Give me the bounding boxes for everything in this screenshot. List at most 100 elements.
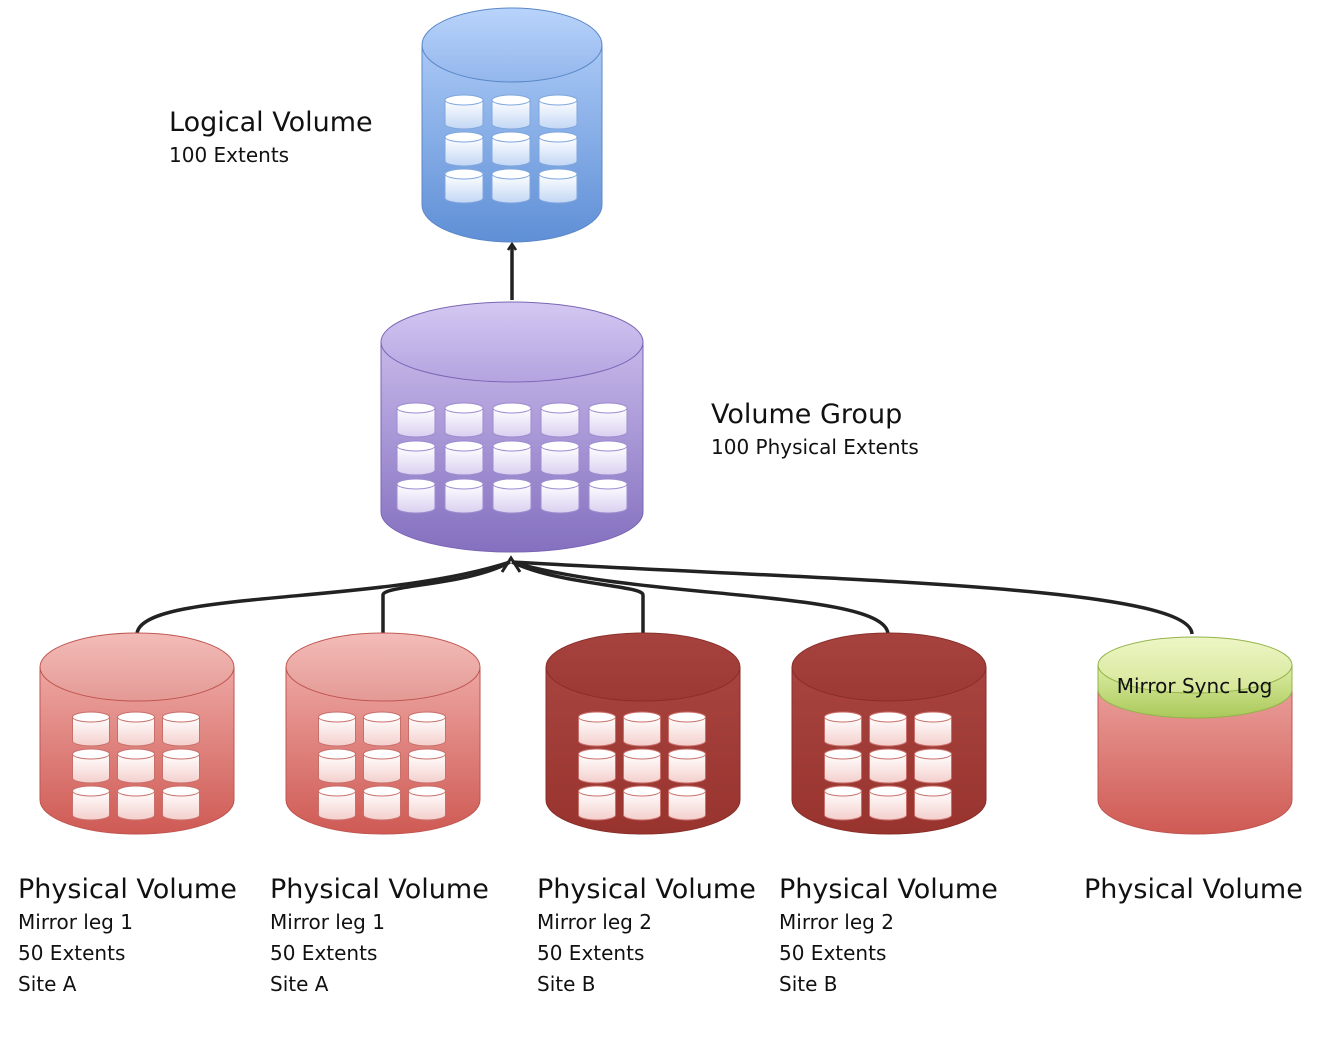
logical-volume-title: Logical Volume xyxy=(169,107,373,138)
connector-pv5-to-vg xyxy=(511,560,1194,635)
extent-icon xyxy=(491,168,531,204)
extent-icon xyxy=(363,785,401,821)
pv2-label: Physical Volume Mirror leg 1 50 Extents … xyxy=(270,873,489,1000)
pv2-extents: 50 Extents xyxy=(270,941,378,965)
pv2-cylinder xyxy=(285,632,481,835)
volume-group-cylinder xyxy=(380,301,644,553)
extent-icon xyxy=(914,785,952,821)
extent-icon xyxy=(117,711,155,747)
pv1-title: Physical Volume xyxy=(18,874,237,905)
pv2-mirror-leg: Mirror leg 1 xyxy=(270,910,385,934)
logical-volume-label: Logical Volume 100 Extents xyxy=(169,106,373,168)
extent-icon xyxy=(408,711,446,747)
vg-extents-grid xyxy=(396,402,628,514)
extent-icon xyxy=(396,440,436,476)
pv1-label: Physical Volume Mirror leg 1 50 Extents … xyxy=(18,873,237,1000)
extent-icon xyxy=(538,94,578,130)
extent-icon xyxy=(117,785,155,821)
volume-group-extents: 100 Physical Extents xyxy=(711,435,919,459)
connectors xyxy=(135,246,1194,635)
extent-icon xyxy=(538,168,578,204)
extent-icon xyxy=(540,402,580,438)
extent-icon xyxy=(824,785,862,821)
extent-icon xyxy=(318,711,356,747)
pv2-title: Physical Volume xyxy=(270,874,489,905)
extent-icon xyxy=(623,711,661,747)
extent-icon xyxy=(578,711,616,747)
pv4-site: Site B xyxy=(779,972,838,996)
extent-icon xyxy=(869,748,907,784)
extent-icon xyxy=(396,402,436,438)
extent-icon xyxy=(578,785,616,821)
logical-volume-cylinder xyxy=(421,7,603,243)
extent-icon xyxy=(408,785,446,821)
extent-icon xyxy=(578,748,616,784)
pv1-extents: 50 Extents xyxy=(18,941,126,965)
extent-icon xyxy=(869,785,907,821)
pv1-site: Site A xyxy=(18,972,77,996)
extent-icon xyxy=(492,402,532,438)
pv1-mirror-leg: Mirror leg 1 xyxy=(18,910,133,934)
pv4-title: Physical Volume xyxy=(779,874,998,905)
pv4-extents-grid xyxy=(824,711,952,821)
pv4-mirror-leg: Mirror leg 2 xyxy=(779,910,894,934)
extent-icon xyxy=(668,785,706,821)
pv1-extents-grid xyxy=(72,711,200,821)
pv2-site: Site A xyxy=(270,972,329,996)
extent-icon xyxy=(444,402,484,438)
lv-extents-grid xyxy=(444,94,578,204)
pv3-cylinder xyxy=(545,632,741,835)
extent-icon xyxy=(588,402,628,438)
connector-pv1-to-vg xyxy=(135,560,511,635)
extent-icon xyxy=(72,785,110,821)
pv4-extents: 50 Extents xyxy=(779,941,887,965)
extent-icon xyxy=(318,785,356,821)
pv5-cylinder xyxy=(1097,636,1293,835)
extent-icon xyxy=(588,478,628,514)
extent-icon xyxy=(363,748,401,784)
extent-icon xyxy=(162,748,200,784)
extent-icon xyxy=(162,711,200,747)
extent-icon xyxy=(824,711,862,747)
connector-pv4-to-vg xyxy=(511,560,890,635)
connector-pv3-to-vg xyxy=(511,560,645,634)
pv3-site: Site B xyxy=(537,972,596,996)
extent-icon xyxy=(538,131,578,167)
extent-icon xyxy=(492,478,532,514)
extent-icon xyxy=(491,131,531,167)
extent-icon xyxy=(444,440,484,476)
extent-icon xyxy=(363,711,401,747)
extent-icon xyxy=(444,131,484,167)
extent-icon xyxy=(162,785,200,821)
extent-icon xyxy=(869,711,907,747)
extent-icon xyxy=(623,785,661,821)
pv4-label: Physical Volume Mirror leg 2 50 Extents … xyxy=(779,873,998,1000)
extent-icon xyxy=(444,478,484,514)
extent-icon xyxy=(540,440,580,476)
pv2-extents-grid xyxy=(318,711,446,821)
extent-icon xyxy=(824,748,862,784)
connector-arrowhead-vg xyxy=(500,555,522,573)
pv3-label: Physical Volume Mirror leg 2 50 Extents … xyxy=(537,873,756,1000)
pv3-extents-grid xyxy=(578,711,706,821)
extent-icon xyxy=(318,748,356,784)
extent-icon xyxy=(914,711,952,747)
pv5-label: Physical Volume xyxy=(1084,873,1303,907)
pv5-title: Physical Volume xyxy=(1084,874,1303,905)
extent-icon xyxy=(444,94,484,130)
connector-pv2-to-vg xyxy=(381,560,511,634)
extent-icon xyxy=(444,168,484,204)
pv3-mirror-leg: Mirror leg 2 xyxy=(537,910,652,934)
pv4-cylinder xyxy=(791,632,987,835)
extent-icon xyxy=(408,748,446,784)
extent-icon xyxy=(72,748,110,784)
pv3-title: Physical Volume xyxy=(537,874,756,905)
pv3-extents: 50 Extents xyxy=(537,941,645,965)
extent-icon xyxy=(72,711,110,747)
extent-icon xyxy=(117,748,155,784)
pv1-cylinder xyxy=(39,632,235,835)
extent-icon xyxy=(540,478,580,514)
extent-icon xyxy=(914,748,952,784)
extent-icon xyxy=(491,94,531,130)
